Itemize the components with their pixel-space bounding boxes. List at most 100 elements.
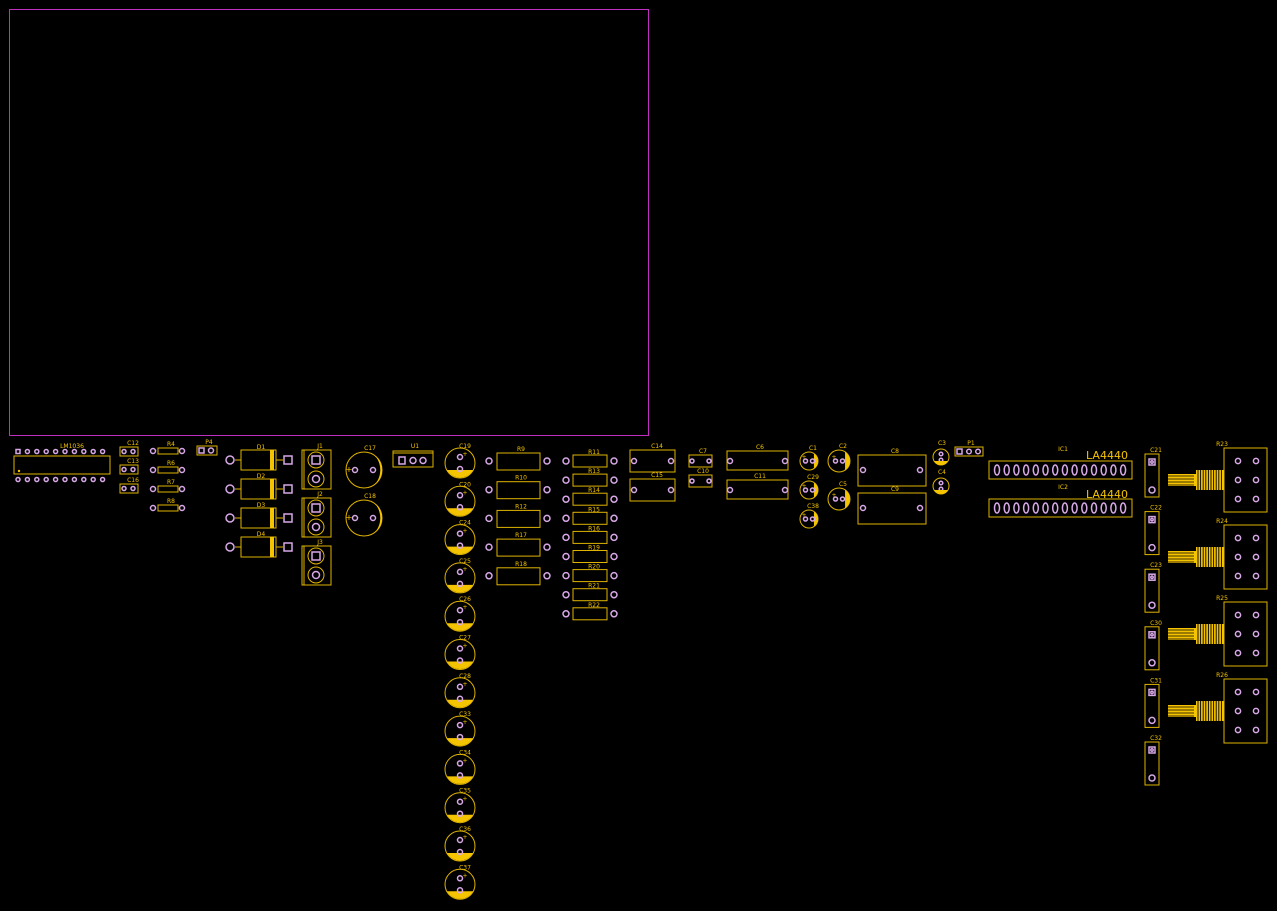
r16-label: R16 <box>588 525 600 532</box>
c18-label: C18 <box>364 493 376 500</box>
cap-c32: C32 <box>1144 735 1162 786</box>
ic-ic2: IC2 LA4440 <box>988 484 1133 518</box>
resistor-r19: R19 <box>562 545 618 563</box>
c23-label: C23 <box>1150 562 1162 569</box>
terminal-j2: J2 <box>301 491 332 538</box>
resistor-r15: R15 <box>562 506 618 525</box>
c33-plus: + <box>462 719 467 726</box>
r21-label: R21 <box>588 583 600 590</box>
cap-c5: C5+ <box>827 481 851 511</box>
c10-label: C10 <box>697 468 709 475</box>
cap-c11: C11 <box>726 473 789 500</box>
pot-r24: R24 <box>1168 518 1268 590</box>
r17-label: R17 <box>515 532 527 539</box>
c29-plus: + <box>801 483 806 490</box>
c24-plus: + <box>462 528 467 535</box>
svg-text:+: + <box>346 465 353 474</box>
cap-c20: C20+ <box>444 481 476 517</box>
cap-c18: C18 + <box>345 493 383 537</box>
j3-label: J3 <box>316 539 323 546</box>
c28-label: C28 <box>459 673 471 680</box>
c28-plus: + <box>462 681 467 688</box>
cap-c38: C38+ <box>799 503 819 529</box>
cap-c29: C29+ <box>799 474 819 500</box>
board-outline <box>9 9 649 436</box>
resistor-r16: R16 <box>562 525 618 544</box>
d4-label: D4 <box>257 531 266 538</box>
c38-label: C38 <box>807 503 819 510</box>
r12-label: R12 <box>515 503 527 510</box>
r19-label: R19 <box>588 545 600 552</box>
resistor-r12: R12 <box>485 503 551 528</box>
cap-c25: C25+ <box>444 558 476 594</box>
resistor-r22: R22 <box>562 602 618 621</box>
c35-label: C35 <box>459 788 471 795</box>
c14-label: C14 <box>651 443 663 450</box>
c12-label: C12 <box>127 440 139 447</box>
regulator-u1: U1 <box>392 443 434 468</box>
cap-c9: C9 <box>857 486 927 525</box>
cap-c26: C26+ <box>444 596 476 632</box>
c1-plus: + <box>801 454 806 461</box>
resistor-r14: R14 <box>562 487 618 506</box>
c20-plus: + <box>462 489 467 496</box>
ic-lm1036: LM1036 <box>13 443 111 483</box>
diode-d3: D3 <box>225 502 293 529</box>
c36-label: C36 <box>459 826 471 833</box>
cap-c36: C36+ <box>444 826 476 862</box>
cap-c15: C15 <box>629 472 676 502</box>
c20-label: C20 <box>459 481 471 488</box>
c19-label: C19 <box>459 443 471 450</box>
c4-label: C4 <box>938 469 946 476</box>
cap-c12: C12 <box>119 440 139 457</box>
cap-c8: C8 <box>857 448 927 487</box>
p4-label: P4 <box>205 439 213 446</box>
c22-label: C22 <box>1150 505 1162 512</box>
c19-plus: + <box>462 451 467 458</box>
cap-c35: C35+ <box>444 788 476 824</box>
r10-label: R10 <box>515 475 527 482</box>
c32-label: C32 <box>1150 735 1162 742</box>
r7-label: R7 <box>167 479 175 486</box>
c21-label: C21 <box>1150 447 1162 454</box>
j1-label: J1 <box>316 443 323 450</box>
c34-plus: + <box>462 757 467 764</box>
c5-label: C5 <box>839 481 847 488</box>
header-p4: P4 <box>196 439 218 456</box>
c11-label: C11 <box>754 473 766 480</box>
resistor-r17: R17 <box>485 532 551 557</box>
c13-label: C13 <box>127 458 139 465</box>
pot-r23: R23 <box>1168 441 1268 513</box>
cap-c3: C3 <box>932 440 950 466</box>
caps-small-electrolytic: C1+C2+C29+C5+C38+ <box>799 443 851 529</box>
r15-label: R15 <box>588 506 600 513</box>
c7-label: C7 <box>699 448 707 455</box>
resistor-r18: R18 <box>485 561 551 586</box>
c2-plus: + <box>831 454 836 461</box>
resistor-r6: R6 <box>149 460 186 474</box>
pot-r25: R25 <box>1168 595 1268 667</box>
c25-plus: + <box>462 566 467 573</box>
pot-r26: R26 <box>1168 672 1268 744</box>
c38-plus: + <box>801 512 806 519</box>
cap-c33: C33+ <box>444 711 476 747</box>
cap-c7: C7 <box>688 448 713 468</box>
r23-label: R23 <box>1216 441 1228 448</box>
r20-label: R20 <box>588 564 600 571</box>
u1-label: U1 <box>411 443 419 450</box>
c31-label: C31 <box>1150 677 1162 684</box>
r4-label: R4 <box>167 441 175 448</box>
resistor-r21: R21 <box>562 583 618 602</box>
terminal-j1: J1 <box>301 443 332 490</box>
cap-c1: C1+ <box>799 445 819 471</box>
resistor-r7: R7 <box>149 479 186 493</box>
cap-c31: C31 <box>1144 677 1162 728</box>
c3-label: C3 <box>938 440 946 447</box>
resistor-r20: R20 <box>562 564 618 583</box>
